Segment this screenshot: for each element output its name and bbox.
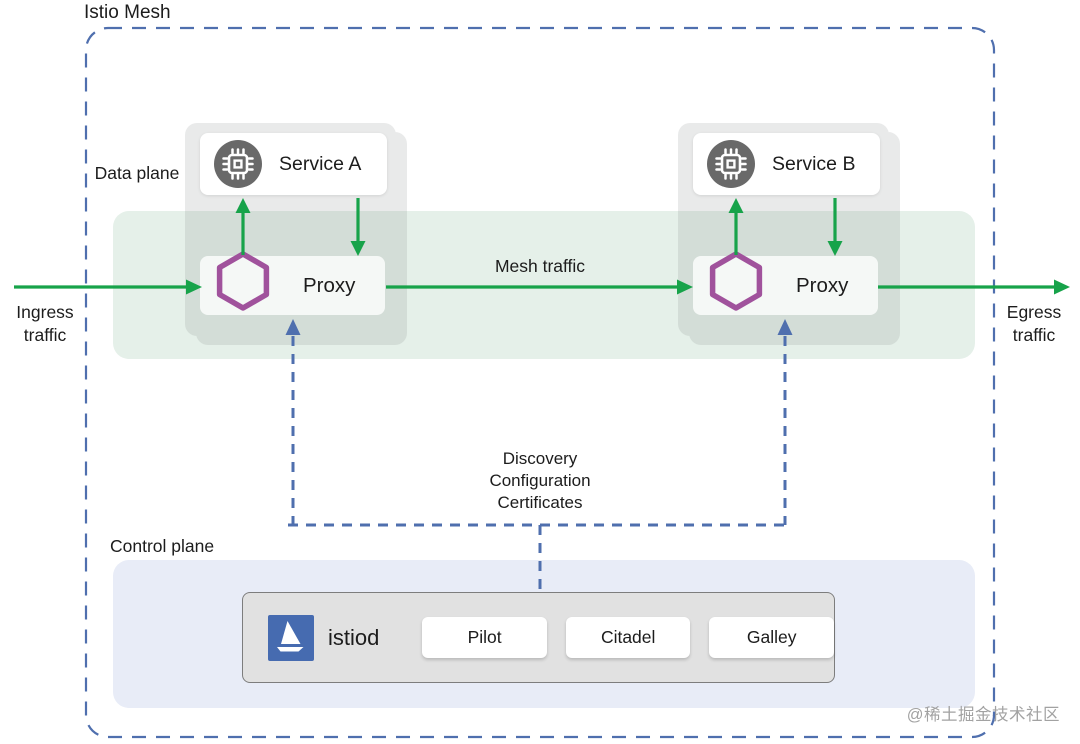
control-plane-label: Control plane — [110, 536, 215, 556]
service-a-label: Service A — [279, 152, 362, 175]
mesh-traffic-label: Mesh traffic — [494, 256, 586, 276]
watermark: @稀土掘金技术社区 — [906, 706, 1060, 724]
ingress-traffic-label: Ingress traffic — [16, 302, 74, 345]
proxy-a-box: Proxy — [200, 251, 385, 315]
galley-label: Galley — [746, 627, 797, 647]
proxy-a-label: Proxy — [303, 273, 356, 297]
discovery-line: Discovery — [502, 449, 578, 468]
egress-traffic-label: Egress traffic — [1006, 302, 1062, 345]
istio-logo-icon — [268, 614, 314, 661]
mesh-title: Istio Mesh — [84, 2, 171, 23]
citadel-box: Citadel — [565, 617, 691, 658]
istiod-box: istiod Pilot Citadel Galley — [242, 592, 835, 683]
istiod-label: istiod — [328, 624, 380, 650]
service-b-label: Service B — [772, 152, 856, 175]
data-plane-label: Data plane — [94, 163, 180, 183]
galley-box: Galley — [709, 617, 834, 658]
envoy-hexagon-icon — [216, 251, 270, 311]
configuration-line: Configuration — [489, 471, 591, 490]
microchip-icon — [707, 140, 755, 188]
service-a-box: Service A — [200, 133, 387, 195]
pod-service-a: Service A Proxy — [185, 123, 396, 336]
pilot-box: Pilot — [422, 617, 547, 658]
proxy-b-box: Proxy — [693, 251, 878, 315]
pod-service-b: Service B Proxy — [678, 123, 889, 336]
service-b-box: Service B — [693, 133, 880, 195]
citadel-label: Citadel — [600, 627, 656, 647]
proxy-b-label: Proxy — [796, 273, 849, 297]
envoy-hexagon-icon — [709, 251, 763, 311]
microchip-icon — [214, 140, 262, 188]
discovery-config-certs-label: Discovery Configuration Certificates — [455, 448, 625, 514]
pilot-label: Pilot — [467, 627, 502, 647]
certificates-line: Certificates — [497, 493, 583, 512]
